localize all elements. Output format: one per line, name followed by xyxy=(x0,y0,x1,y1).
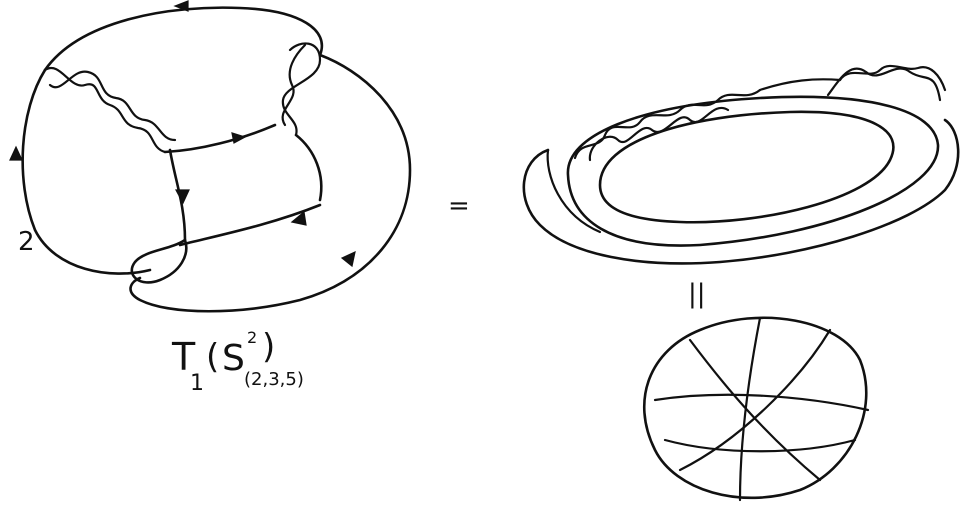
equals-sign: = xyxy=(448,191,470,221)
knot-star-1 xyxy=(690,340,820,480)
plumbing-diagram: 2 xyxy=(10,1,410,311)
right-twist-a xyxy=(283,43,320,135)
framing-label: 2 xyxy=(18,227,35,257)
knot-star-4 xyxy=(740,318,760,500)
center-strand-right xyxy=(165,125,275,152)
outer-loop-arc xyxy=(45,8,322,70)
band-crossover xyxy=(760,79,840,90)
label-S: S xyxy=(222,338,245,379)
knot-star-3 xyxy=(655,395,868,410)
torus-knot xyxy=(644,318,868,500)
arrow-center-down xyxy=(176,190,189,203)
lower-strand xyxy=(180,205,320,245)
label-paren-close: ) xyxy=(262,327,275,367)
label-paren-open: ( xyxy=(206,337,219,377)
twist-band-a xyxy=(45,68,165,152)
arrow-outer-right xyxy=(342,252,355,266)
twisted-band-surface xyxy=(524,66,958,264)
label-T-sub: 1 xyxy=(190,371,204,396)
arrow-center-right xyxy=(232,133,245,143)
label-S-sub: (2,3,5) xyxy=(244,369,304,390)
right-strand-down xyxy=(296,135,321,200)
equivalent-sign: || xyxy=(688,279,706,309)
band-outer-left-lip xyxy=(548,150,600,232)
arrow-left xyxy=(10,147,22,160)
space-label: T 1 ( S 2 (2,3,5) ) xyxy=(171,327,304,396)
bottom-loop xyxy=(132,240,186,282)
label-S-sup: 2 xyxy=(247,328,257,347)
knot-star-5 xyxy=(665,440,855,451)
left-side-strand xyxy=(23,70,150,274)
band-twists-right-b xyxy=(828,69,940,100)
